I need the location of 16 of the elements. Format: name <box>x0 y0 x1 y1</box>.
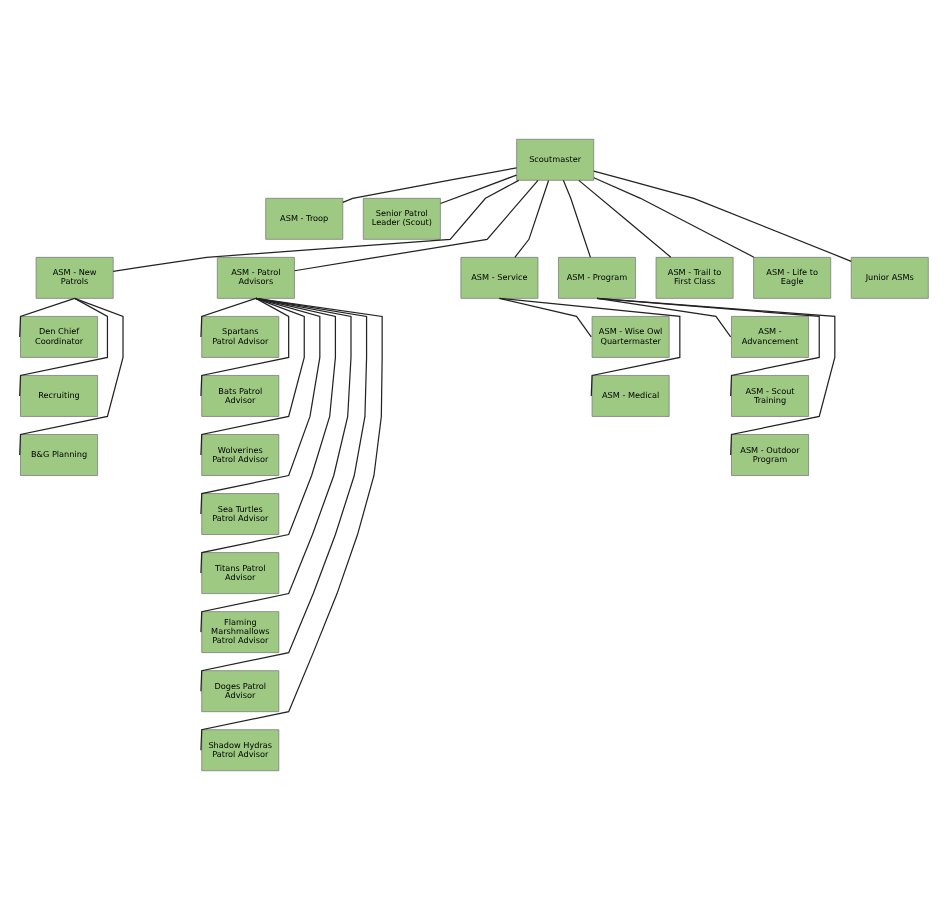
connector <box>498 297 681 397</box>
connector <box>112 179 520 272</box>
connector <box>342 167 518 203</box>
connector <box>293 179 539 272</box>
connector <box>578 179 672 258</box>
connector <box>596 297 836 456</box>
connector <box>596 297 732 338</box>
connector <box>498 297 592 338</box>
connector <box>439 174 518 205</box>
connector <box>562 179 591 258</box>
connector <box>514 179 550 258</box>
connector <box>19 297 76 338</box>
connector <box>596 297 820 397</box>
connector <box>200 297 257 338</box>
connector <box>593 170 852 262</box>
connector <box>593 177 755 258</box>
